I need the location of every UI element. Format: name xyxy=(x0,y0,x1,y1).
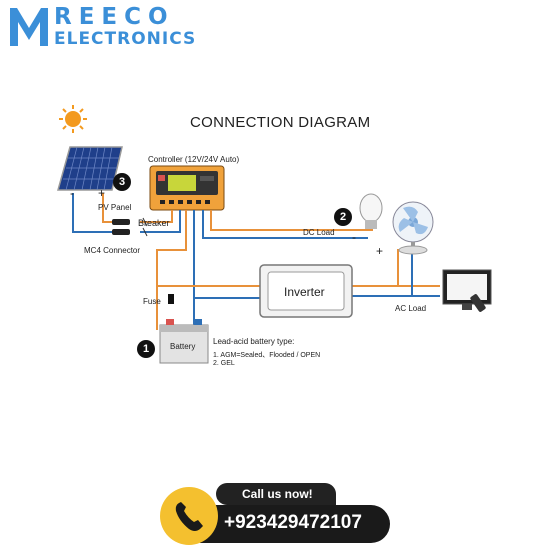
logo-brand-name: REECO xyxy=(54,4,175,30)
phone-number: +923429472107 xyxy=(224,512,362,533)
mc4-connector-icon xyxy=(112,219,130,235)
fan-icon xyxy=(392,201,434,255)
step-2-badge: 2 xyxy=(334,208,352,226)
light-bulb-icon xyxy=(359,193,383,229)
call-us-text: Call us now! xyxy=(242,487,313,501)
inverter-icon xyxy=(259,264,353,318)
step-1-badge: 1 xyxy=(137,340,155,358)
pv-plus-sign: + xyxy=(98,186,106,200)
controller-label: Controller (12V/24V Auto) xyxy=(148,155,240,164)
logo-m-letter xyxy=(10,8,48,46)
phone-box: +923429472107 xyxy=(200,505,390,543)
remote-control-icon xyxy=(470,294,486,312)
logo-brand-subtitle: ELECTRONICS xyxy=(54,29,197,49)
battery-label: Battery xyxy=(170,342,196,351)
fuse-label: Fuse xyxy=(143,297,161,306)
dc-load-minus-sign: - xyxy=(352,230,356,244)
pv-panel-label: PV Panel xyxy=(98,203,132,212)
charge-controller xyxy=(149,165,225,211)
mc4-connector-label: MC4 Connector xyxy=(84,246,141,255)
battery-type-2: 2. GEL xyxy=(213,360,235,367)
step-3-badge: 3 xyxy=(113,173,131,191)
diagram-title: CONNECTION DIAGRAM xyxy=(190,114,371,131)
contact-banner[interactable]: Call us now! +923429472107 xyxy=(160,483,390,545)
battery-type-1: 1. AGM=Sealed、Flooded / OPEN xyxy=(213,352,321,359)
television-icon xyxy=(442,269,492,310)
inverter-label: Inverter xyxy=(284,285,325,299)
call-label-box: Call us now! xyxy=(216,483,336,505)
sun-icon xyxy=(59,105,87,133)
ac-load-label: AC Load xyxy=(395,304,427,313)
battery-icon xyxy=(159,319,209,364)
phone-icon xyxy=(175,502,203,531)
fuse-icon xyxy=(168,294,174,304)
dc-load-label: DC Load xyxy=(303,228,335,237)
battery-type-title: Lead-acid battery type: xyxy=(213,337,295,346)
solar-panel-icon xyxy=(57,146,123,191)
phone-icon-circle xyxy=(160,487,218,545)
breaker-label: Breaker xyxy=(138,218,170,228)
dc-load-plus-sign: + xyxy=(376,244,384,258)
pv-minus-sign: - xyxy=(70,186,74,200)
breaker-icon xyxy=(142,217,148,237)
